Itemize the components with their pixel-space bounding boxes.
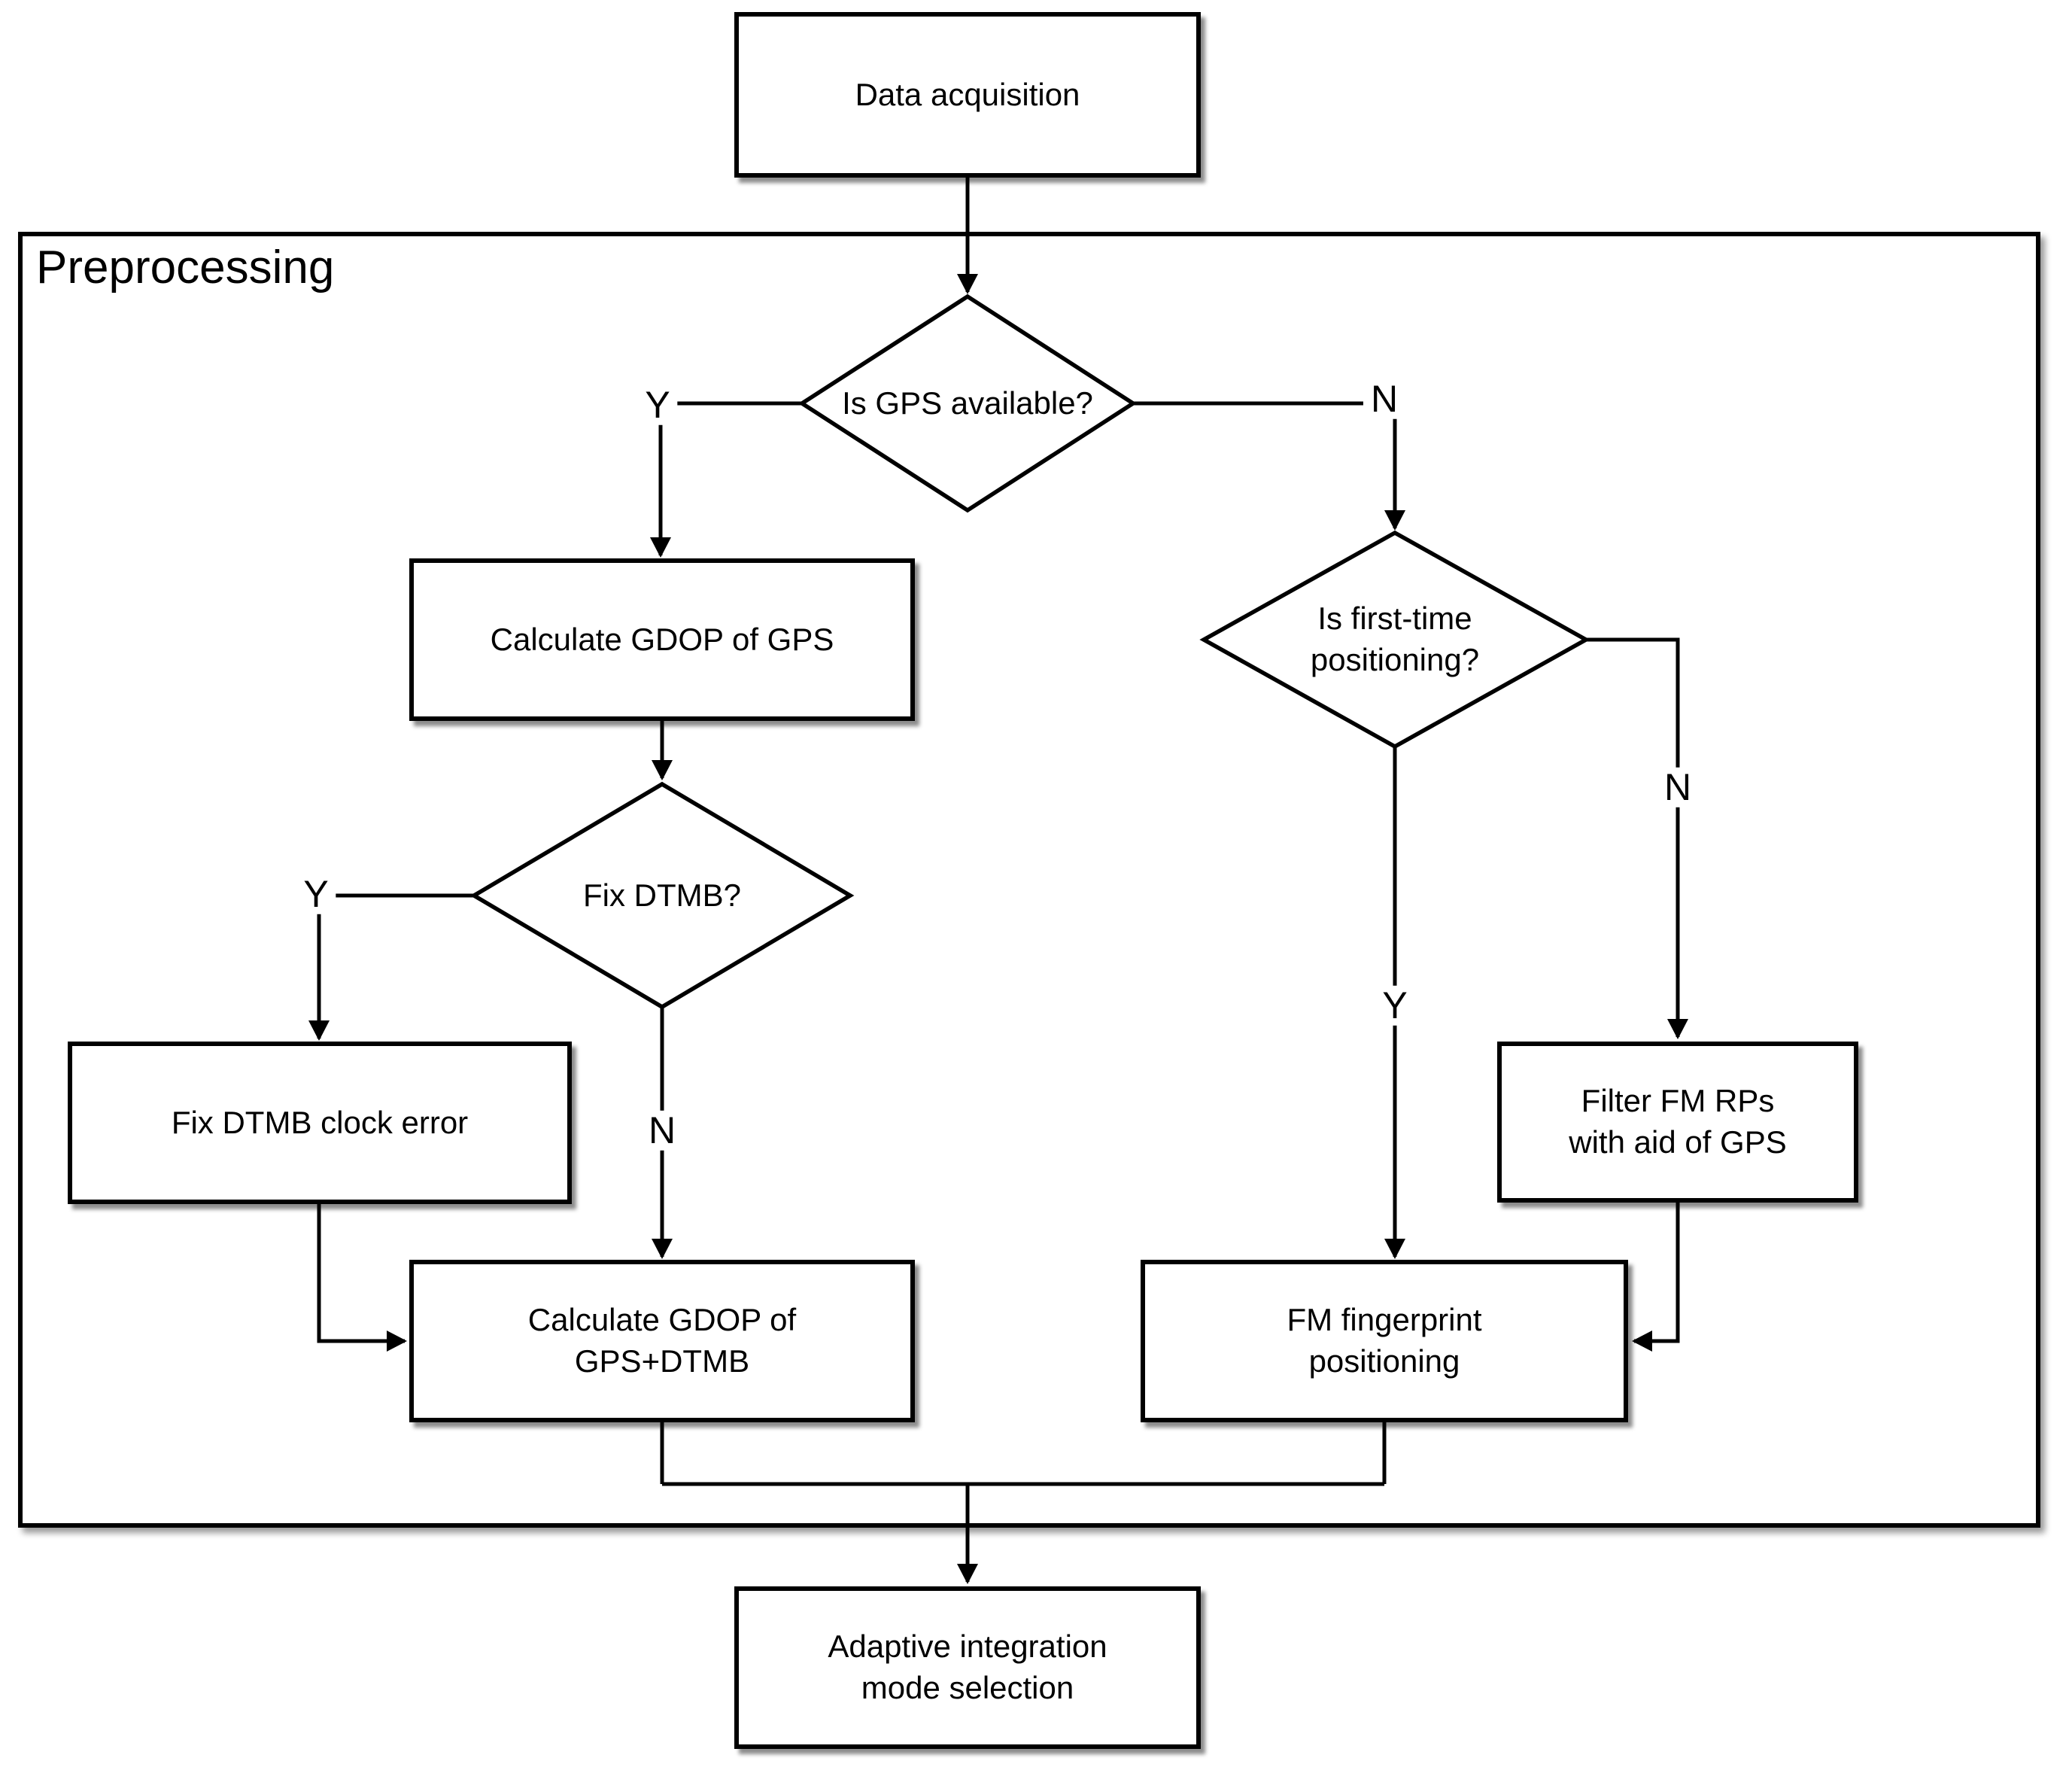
node-data-acquisition: Data acquisition: [734, 12, 1201, 178]
node-calculate-gdop-gps: Calculate GDOP of GPS: [409, 558, 915, 721]
edge-gps-yes: [650, 401, 802, 558]
label-gps-yes: Y: [637, 385, 678, 425]
node-fm-fingerprint-positioning: FM fingerprint positioning: [1141, 1260, 1628, 1422]
diamond-fix-dtmb: [469, 781, 855, 1010]
label-dtmb-no: N: [640, 1111, 684, 1151]
diamond-is-gps-available: [798, 293, 1138, 513]
node-filter-fm-rps: Filter FM RPs with aid of GPS: [1497, 1042, 1858, 1203]
node-calculate-gdop-gps-dtmb: Calculate GDOP of GPS+DTMB: [409, 1260, 915, 1422]
node-adaptive-integration: Adaptive integration mode selection: [734, 1586, 1201, 1749]
label-gps-no: N: [1363, 379, 1406, 419]
edge-fixdtmb-yes: [308, 893, 474, 1041]
diamond-is-first-time: [1199, 530, 1590, 750]
edge-clockerror-to-gdopdtmb: [317, 1204, 407, 1352]
label-first-time-no: N: [1656, 768, 1700, 807]
edge-firsttime-no: [1586, 637, 1688, 1039]
preprocessing-label: Preprocessing: [36, 242, 335, 293]
node-fix-dtmb-clock-error: Fix DTMB clock error: [68, 1042, 572, 1204]
edge-gps-no: [1133, 401, 1405, 531]
label-first-time-yes: Y: [1375, 986, 1415, 1026]
label-dtmb-yes: Y: [296, 874, 336, 914]
edge-filter-to-fingerprint: [1632, 1203, 1680, 1352]
